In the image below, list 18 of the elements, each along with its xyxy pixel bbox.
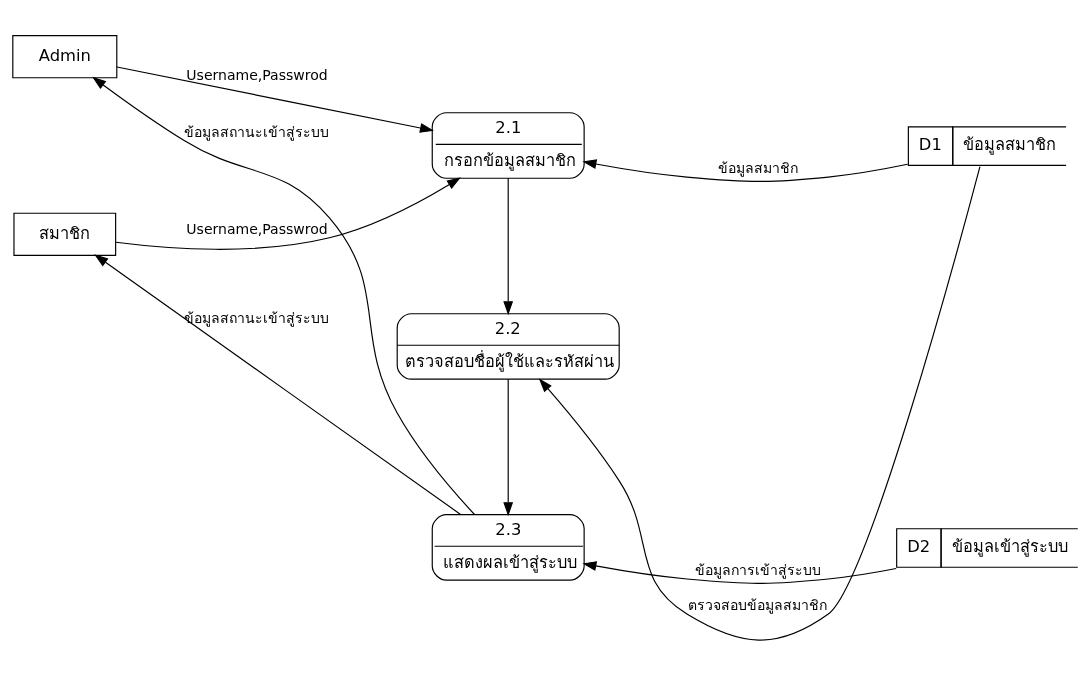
arrow xyxy=(116,65,434,133)
edge-label: ข้อมูลสถานะเข้าสู่ระบบ xyxy=(184,123,330,140)
edge-label: ข้อมูลการเข้าสู่ระบบ xyxy=(694,561,821,578)
edge-label: Username,Passwrod xyxy=(186,66,328,83)
arrow xyxy=(92,76,476,515)
edge-label: ตรวจสอบข้อมูลสมาชิก xyxy=(688,596,828,613)
edge-label: ข้อมูลสมาชิก xyxy=(717,159,798,176)
arrow xyxy=(94,253,462,515)
arrow xyxy=(503,378,514,516)
arrow xyxy=(538,165,981,641)
node-box: สมาชิก xyxy=(13,212,117,256)
edge-label: ข้อมูลสถานะเข้าสู่ระบบ xyxy=(184,309,330,326)
arrow xyxy=(115,176,461,250)
arrow xyxy=(503,177,514,315)
arrow xyxy=(582,158,909,182)
edge-label: Username,Passwrod xyxy=(186,220,328,237)
node-box: Admin xyxy=(12,34,118,78)
arrow xyxy=(582,560,897,584)
